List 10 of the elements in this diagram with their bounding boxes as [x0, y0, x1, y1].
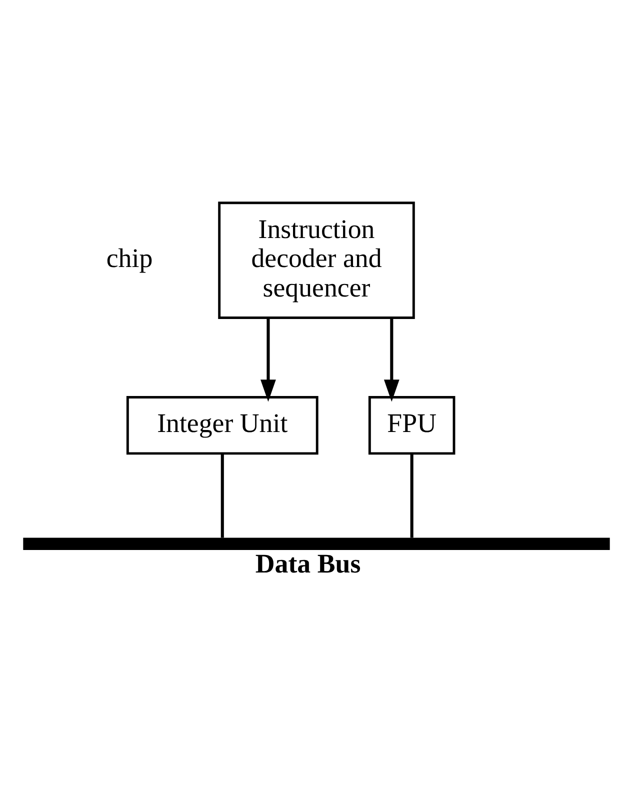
arrow	[260, 318, 276, 402]
arrow	[384, 318, 400, 402]
connector	[220, 453, 224, 538]
connector	[410, 453, 414, 538]
label: chip	[106, 242, 153, 273]
node-box	[23, 537, 610, 550]
node-label: Data Bus	[255, 548, 361, 578]
node-box: Integer Unit	[126, 396, 318, 454]
node-box: FPU	[368, 396, 456, 454]
node-box: Instruction decoder and sequencer	[218, 201, 415, 318]
